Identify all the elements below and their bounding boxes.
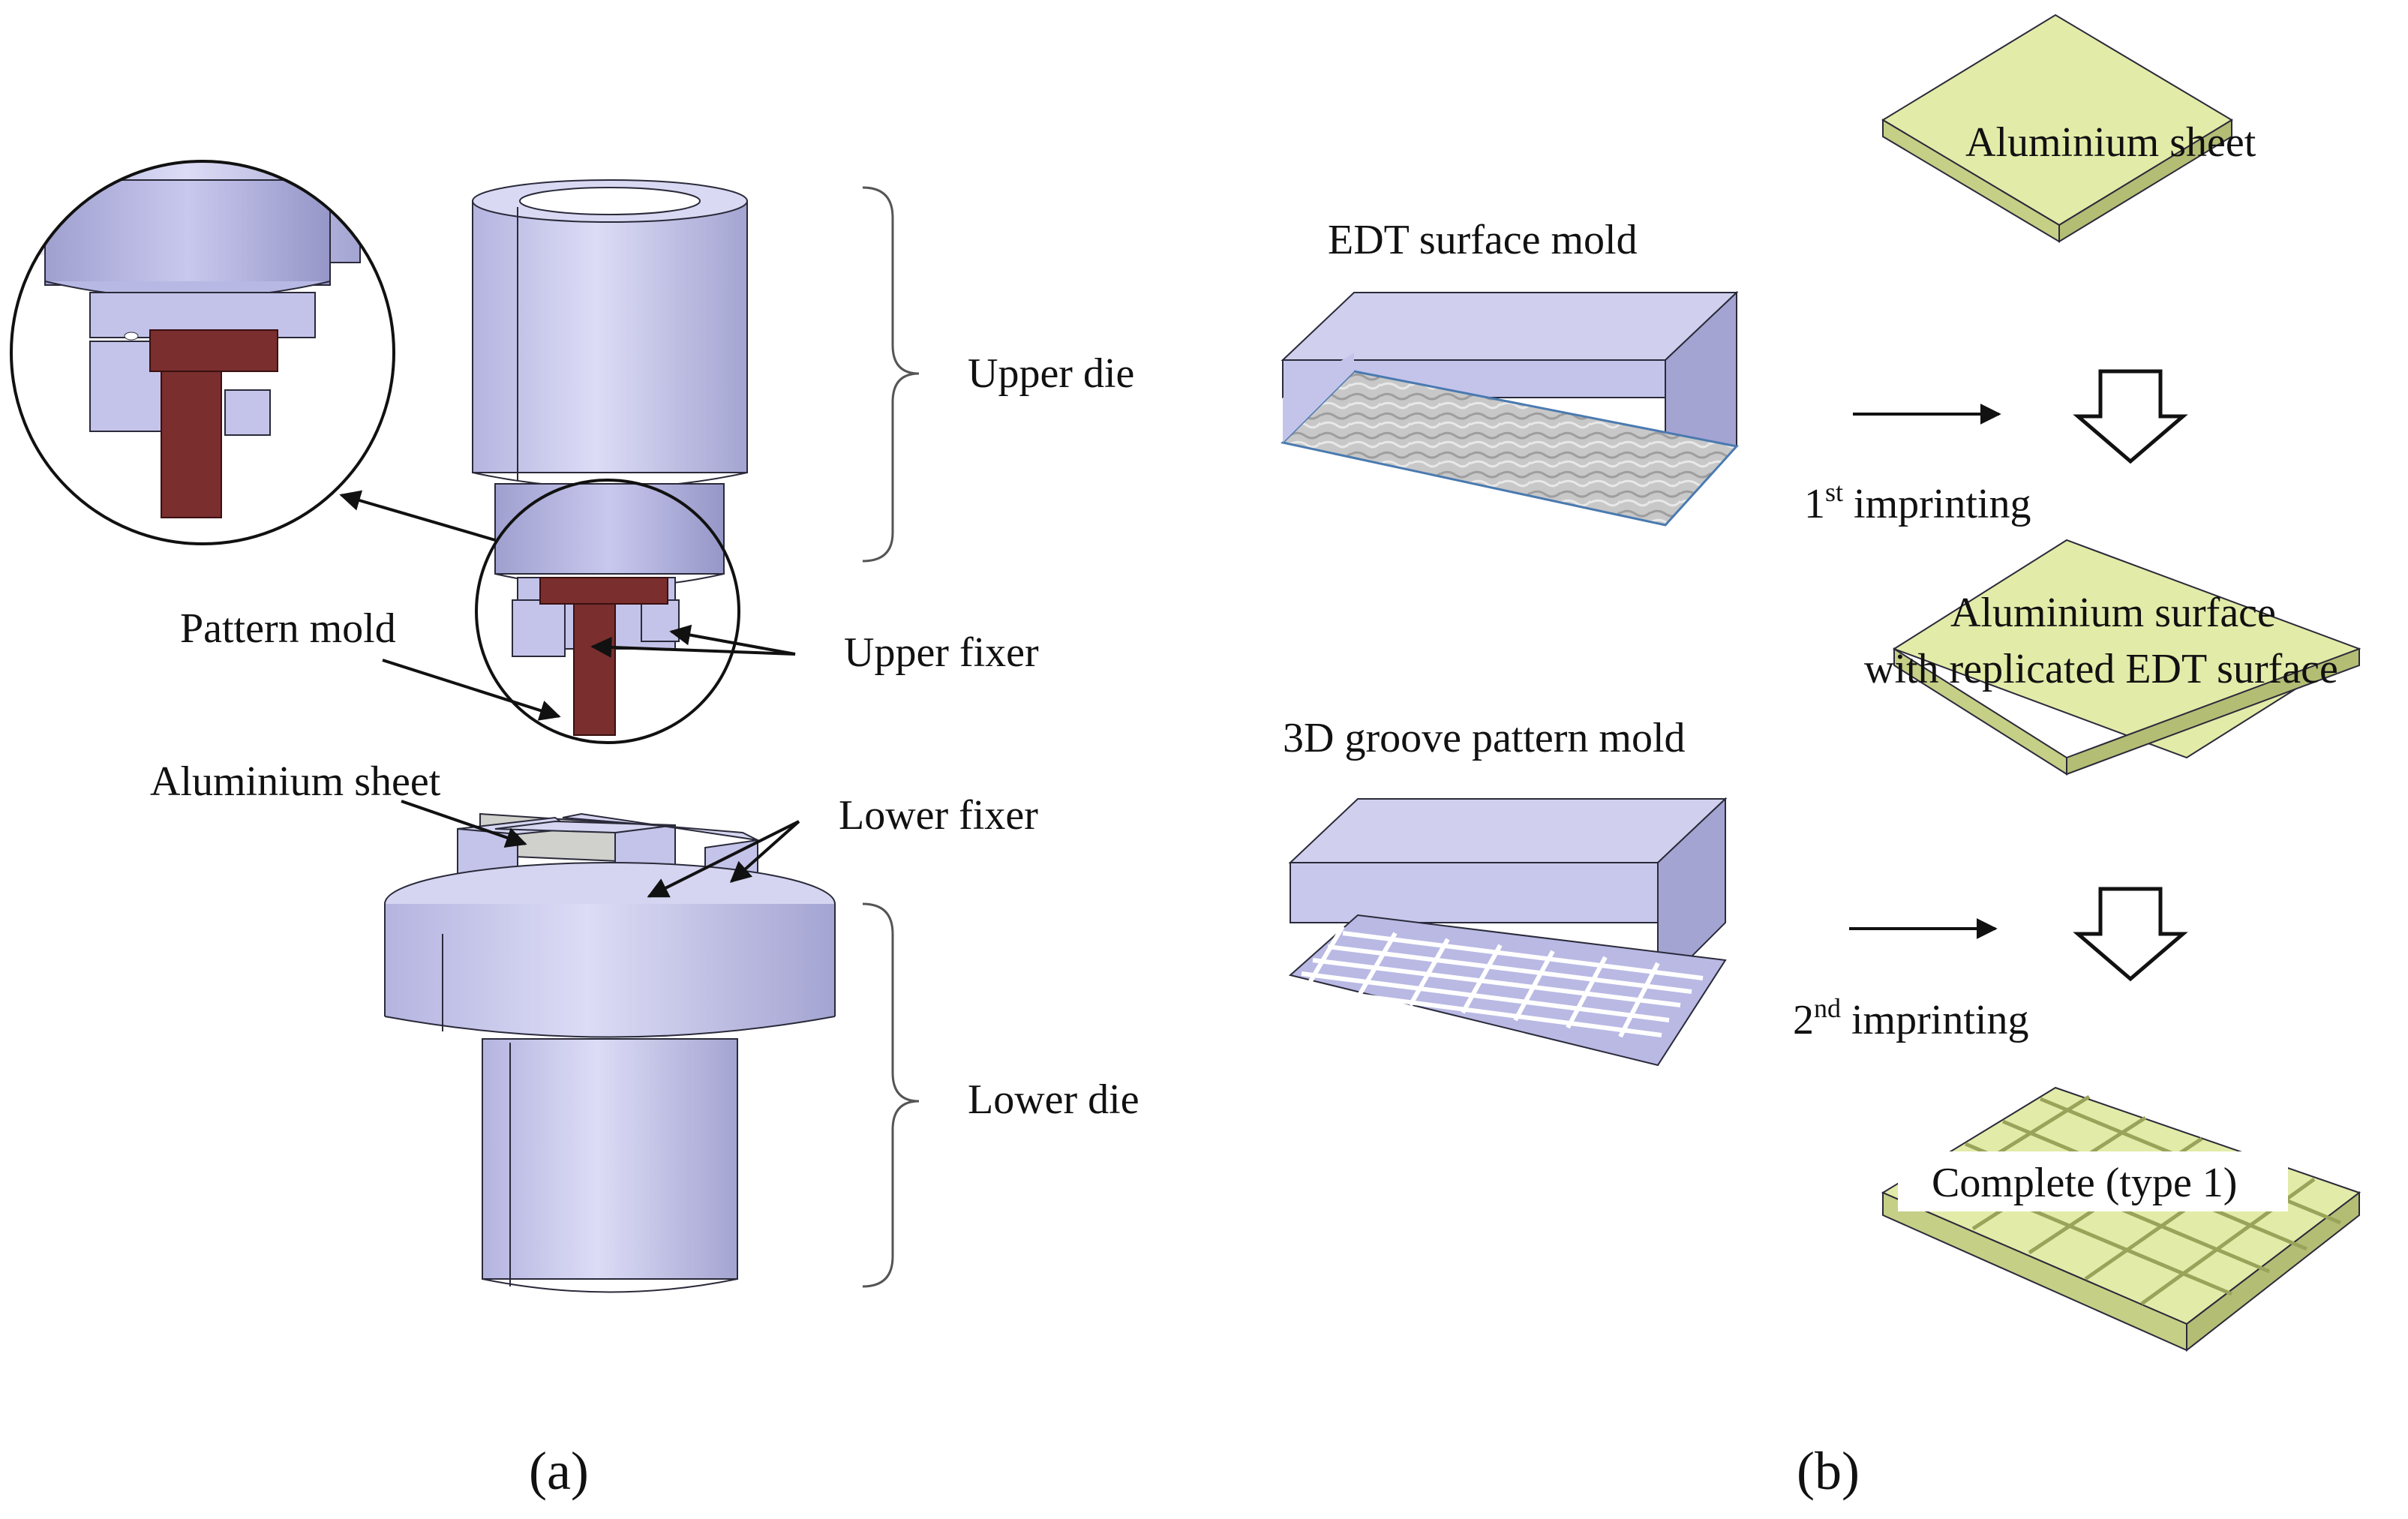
panel-a-arrows <box>339 490 800 898</box>
pattern-mold-label: Pattern mold <box>180 605 396 652</box>
panel-a: Upper die Upper fixer Pattern mold Alumi… <box>10 160 1139 1501</box>
lower-fixer-label: Lower fixer <box>839 792 1038 839</box>
down-arrow-1 <box>2073 369 2188 464</box>
upper-die-label: Upper die <box>968 350 1134 397</box>
groove-mold-label: 3D groove pattern mold <box>1283 715 1686 761</box>
edt-mold-drawing <box>1280 290 1739 527</box>
replicated-label-line2: with replicated EDT surface <box>1864 646 2338 692</box>
upper-fixer-label: Upper fixer <box>844 629 1039 676</box>
first-imprinting-label: 1st imprinting <box>1804 477 2031 527</box>
upper-die-brace <box>862 186 920 563</box>
panel-b-caption: (b) <box>1797 1441 1860 1501</box>
zoom-detail <box>10 160 395 545</box>
upper-fixer-drawing <box>512 577 680 736</box>
edt-mold-label: EDT surface mold <box>1328 217 1638 263</box>
replicated-sheet-drawing <box>1892 539 2361 776</box>
aluminium-sheet-drawing <box>1881 14 2233 243</box>
detail-circle <box>475 479 740 744</box>
complete-sheet-drawing <box>1881 1086 2361 1352</box>
aluminium-sheet-label-a: Aluminium sheet <box>150 758 441 805</box>
upper-die-drawing <box>472 179 748 650</box>
groove-mold-drawing <box>1288 797 1728 1067</box>
lower-die-drawing <box>384 862 836 1293</box>
lower-die-brace <box>862 902 920 1288</box>
complete-label: Complete (type 1) <box>1932 1160 2237 1206</box>
panel-b: EDT surface mold 3D groove pattern mold <box>1280 14 2361 1501</box>
aluminium-sheet-label-b: Aluminium sheet <box>1965 119 2256 166</box>
panel-a-caption: (a) <box>529 1441 589 1501</box>
lower-die-label: Lower die <box>968 1076 1139 1123</box>
down-arrow-2 <box>2073 887 2188 982</box>
replicated-label-line1: Aluminium surface <box>1950 590 2276 636</box>
second-imprinting-label: 2nd imprinting <box>1793 993 2028 1043</box>
